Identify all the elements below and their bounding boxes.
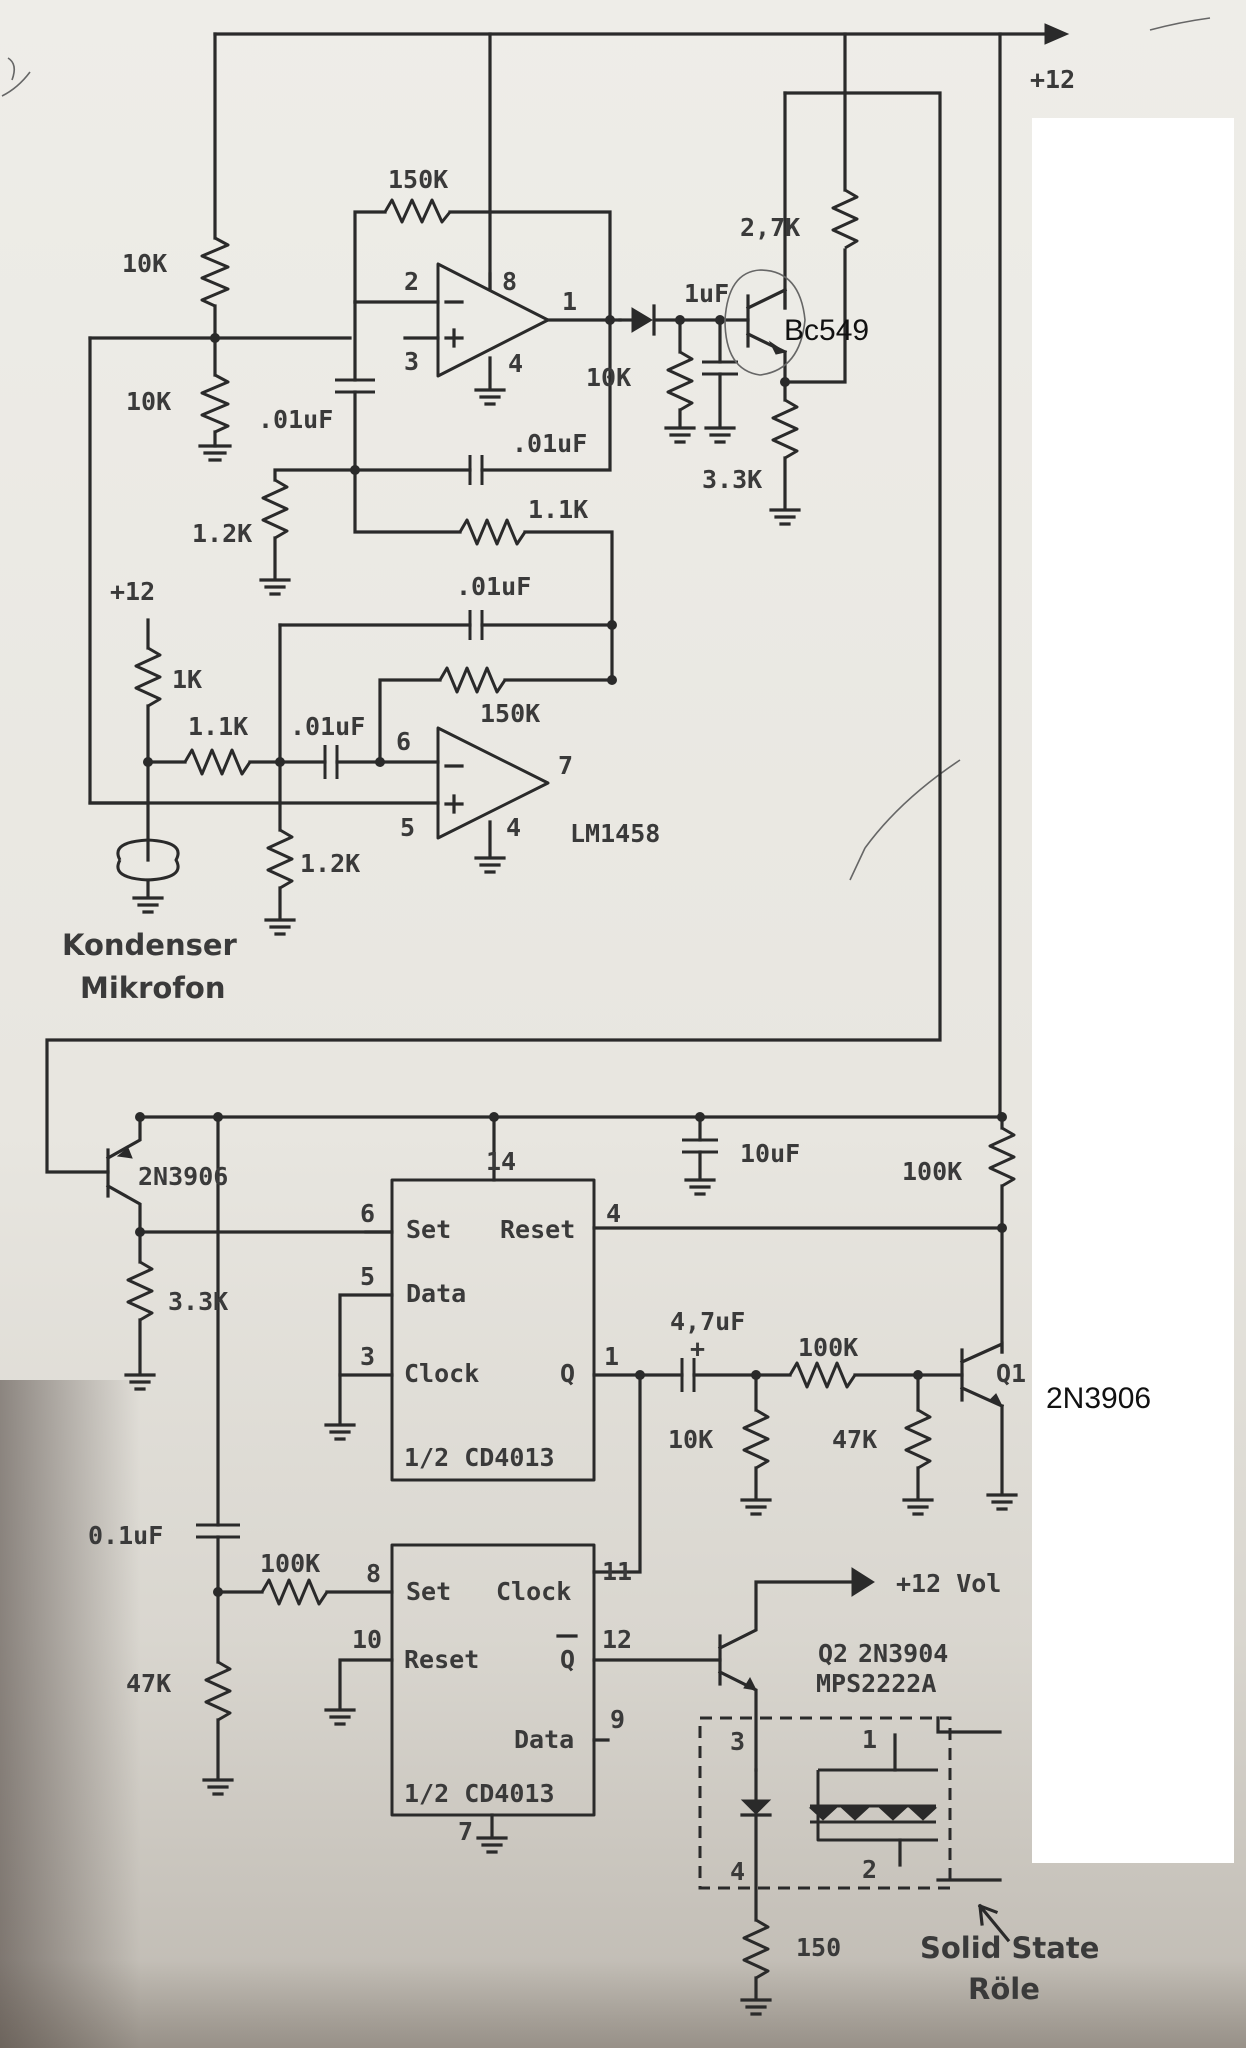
pin-3: 3 [404,347,419,376]
ff1-pin-5: 5 [360,1262,375,1291]
pin-4a: 4 [508,349,523,378]
label-r-fb1: 150K [388,165,448,194]
ff1-reset: Reset [500,1215,575,1244]
label-c4: .01uF [456,572,531,601]
label-r-q-em: 3.3K [702,465,762,494]
photo-shadow [0,1380,140,2048]
label-r-div-bot: 10K [126,387,171,416]
label-pnp-top: 2N3906 [138,1162,228,1191]
ff1-pin-3: 3 [360,1342,375,1371]
label-r-fb2: 150K [480,699,540,728]
label-r-q-col: 2,7K [740,213,800,242]
label-c2: .01uF [512,429,587,458]
label-r-1k1-b: 1.1K [188,712,248,741]
label-r-div-top: 10K [122,249,167,278]
label-supply-relay: +12 Vol [896,1569,1001,1598]
ff2-pin-9: 9 [610,1705,625,1734]
label-c-01uf: 0.1uF [88,1521,163,1550]
relay-pin-3: 3 [730,1727,745,1756]
ff2-pin-11: 11 [602,1557,632,1586]
detector-stage [618,188,859,526]
label-supply-top: +12 [1030,65,1075,94]
pin-5: 5 [400,813,415,842]
label-c-47uf: 4,7uF [670,1307,745,1336]
check-mark [849,759,961,881]
photo-shadow-bottom [0,1960,1246,2048]
ff1-pin-4: 4 [606,1199,621,1228]
ff1-clock: Clock [404,1359,479,1388]
q1-driver: + [680,1334,1018,1516]
flipflop-1 [324,1178,684,1574]
label-lm1458: LM1458 [570,819,660,848]
label-r-led: 150 [796,1933,841,1962]
label-q2-alt: MPS2222A [816,1669,936,1698]
pin-1: 1 [562,287,577,316]
relay-pin-2: 2 [862,1855,877,1884]
label-r-mic: 1K [172,665,202,694]
pin-2: 2 [404,267,419,296]
pin-8: 8 [502,267,517,296]
ff1-q: Q [560,1359,575,1388]
wires-top [45,23,1070,1174]
ff1-data: Data [406,1279,466,1308]
pen-mark [1,57,31,97]
label-r-base-a: 100K [798,1333,858,1362]
ff1-pin-1: 1 [604,1342,619,1371]
q2-relay [698,1567,1002,2016]
flipflop-2 [324,1543,722,1854]
label-c1: .01uF [258,405,333,434]
label-r-1k2-b: 1.2K [300,849,360,878]
ff2-data: Data [514,1725,574,1754]
pin-4b: 4 [506,813,521,842]
label-q2-part: 2N3904 [858,1639,948,1668]
label-r-base-pd: 47K [832,1425,877,1454]
plus-sign: + [690,1334,705,1363]
label-relay-1: Solid State [920,1931,1099,1965]
ff2-set: Set [406,1577,451,1606]
label-mic-1: Kondenser [62,928,238,962]
ff1-set: Set [406,1215,451,1244]
ff2-pin-10: 10 [352,1625,382,1654]
relay-pointer-arrow [977,1903,1011,1943]
ff2-name: 1/2 CD4013 [404,1779,555,1808]
pin-7: 7 [558,751,573,780]
label-relay-2: Röle [968,1972,1040,2006]
label-r-reset: 100K [902,1157,962,1186]
label-bc549: Bc549 [784,314,869,347]
pen-mark [1149,17,1211,31]
ff2-pin-8: 8 [366,1559,381,1588]
label-c-10uf: 10uF [740,1139,800,1168]
label-r-1k1-a: 1.1K [528,495,588,524]
ff2-pin-7: 7 [458,1817,473,1846]
label-q2: Q2 [818,1639,848,1668]
ff1-pin-14: 14 [486,1147,516,1176]
mic-preamp [88,610,617,936]
label-r-set2: 100K [260,1549,320,1578]
ff1-name: 1/2 CD4013 [404,1443,555,1472]
whiteout-correction-patch [1032,118,1234,1863]
label-mic-2: Mikrofon [80,971,226,1005]
pin-6: 6 [396,727,411,756]
ff2-reset: Reset [404,1645,479,1674]
label-c3: .01uF [290,712,365,741]
relay-pin-1: 1 [862,1725,877,1754]
label-r-set2-pd: 47K [126,1669,171,1698]
opamp-1 [259,198,622,682]
label-r-1k2-a: 1.2K [192,519,252,548]
ff2-qbar: Q [560,1645,575,1674]
relay-pin-4: 4 [730,1857,745,1886]
ff2-pin-12: 12 [602,1625,632,1654]
ff2-clock: Clock [496,1577,571,1606]
label-r-cpl-pd: 10K [668,1425,713,1454]
label-r-out-10k: 10K [586,363,631,392]
power-switching [105,1112,1016,1796]
ff1-pin-6: 6 [360,1199,375,1228]
label-q1: Q1 [996,1359,1026,1388]
label-c-1uf: 1uF [684,279,729,308]
label-supply-mic: +12 [110,577,155,606]
label-r-pnp-em: 3.3K [168,1287,228,1316]
label-q1-note: 2N3906 [1046,1382,1151,1415]
